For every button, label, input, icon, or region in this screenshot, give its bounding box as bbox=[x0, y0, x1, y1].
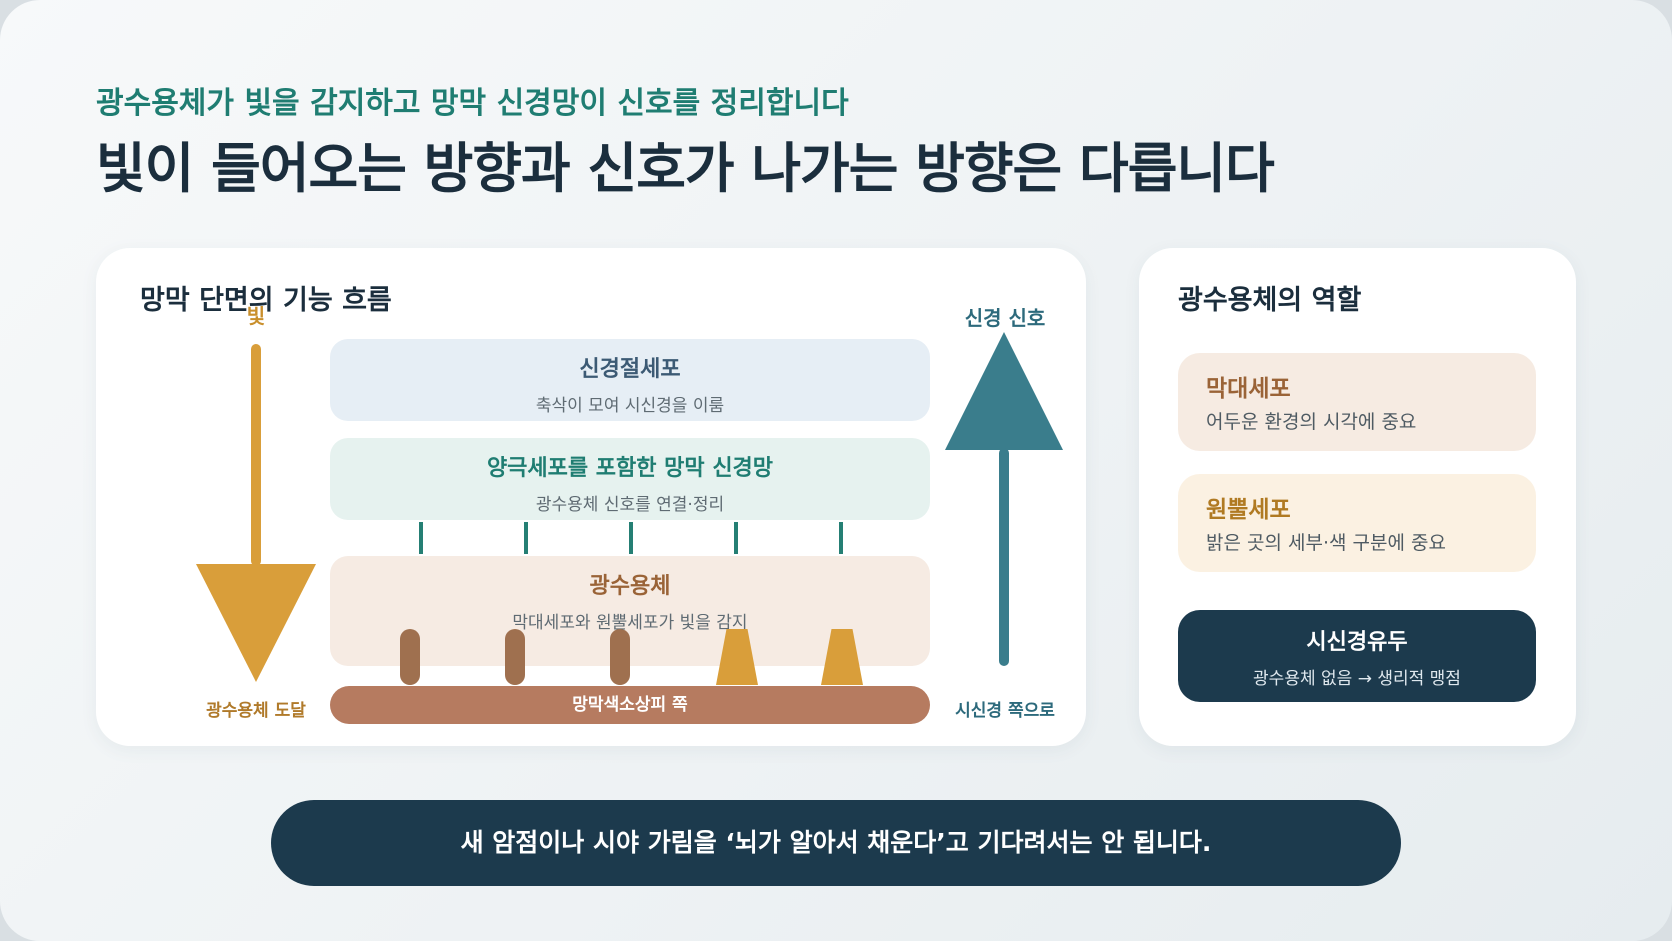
role-desc: 어두운 환경의 시각에 중요 bbox=[1206, 411, 1417, 433]
rod-cell-shape bbox=[505, 629, 525, 685]
light-arrow bbox=[196, 344, 316, 682]
role-name: 원뿔세포 bbox=[1206, 497, 1291, 523]
rod-cell-shape bbox=[610, 629, 630, 685]
layer-name: 양극세포를 포함한 망막 신경망 bbox=[486, 456, 774, 481]
roles-title: 광수용체의 역할 bbox=[1178, 285, 1362, 316]
signal-arrow bbox=[945, 332, 1063, 666]
role-optic-disc: 시신경유두 광수용체 없음 → 생리적 맹점 bbox=[1178, 610, 1536, 702]
light-label: 빛 bbox=[246, 304, 266, 328]
role-name: 막대세포 bbox=[1206, 376, 1291, 402]
light-end-label: 광수용체 도달 bbox=[206, 701, 306, 721]
pigment-epithelium-bar: 망막색소상피 쪽 bbox=[330, 686, 930, 724]
layer-retinal-network: 양극세포를 포함한 망막 신경망 광수용체 신호를 연결·정리 bbox=[330, 438, 930, 520]
layer-desc: 막대세포와 원뿔세포가 빛을 감지 bbox=[512, 613, 748, 633]
network-connector bbox=[629, 522, 633, 554]
slide-subtitle: 광수용체가 빛을 감지하고 망막 신경망이 신호를 정리합니다 bbox=[96, 86, 849, 121]
signal-end-label: 시신경 쪽으로 bbox=[955, 701, 1055, 721]
diagram-title: 망막 단면의 기능 흐름 bbox=[140, 285, 392, 316]
role-name: 시신경유두 bbox=[1306, 630, 1408, 655]
role-rod-cells: 막대세포 어두운 환경의 시각에 중요 bbox=[1178, 353, 1536, 451]
signal-label: 신경 신호 bbox=[964, 306, 1046, 330]
layer-desc: 광수용체 신호를 연결·정리 bbox=[535, 495, 725, 515]
role-desc: 광수용체 없음 → 생리적 맹점 bbox=[1253, 669, 1461, 689]
role-desc: 밝은 곳의 세부·색 구분에 중요 bbox=[1206, 532, 1446, 554]
warning-banner: 새 암점이나 시야 가림을 ‘뇌가 알아서 채운다’고 기다려서는 안 됩니다. bbox=[271, 800, 1401, 886]
layer-name: 신경절세포 bbox=[579, 357, 681, 382]
network-connector bbox=[734, 522, 738, 554]
network-connector bbox=[839, 522, 843, 554]
network-connector bbox=[419, 522, 423, 554]
rod-cell-shape bbox=[400, 629, 420, 685]
slide-title: 빛이 들어오는 방향과 신호가 나가는 방향은 다릅니다 bbox=[96, 137, 1275, 200]
layer-name: 광수용체 bbox=[589, 574, 671, 599]
role-cone-cells: 원뿔세포 밝은 곳의 세부·색 구분에 중요 bbox=[1178, 474, 1536, 572]
layer-desc: 축삭이 모여 시신경을 이룸 bbox=[535, 396, 725, 416]
layer-ganglion-cells: 신경절세포 축삭이 모여 시신경을 이룸 bbox=[330, 339, 930, 421]
network-connector bbox=[524, 522, 528, 554]
